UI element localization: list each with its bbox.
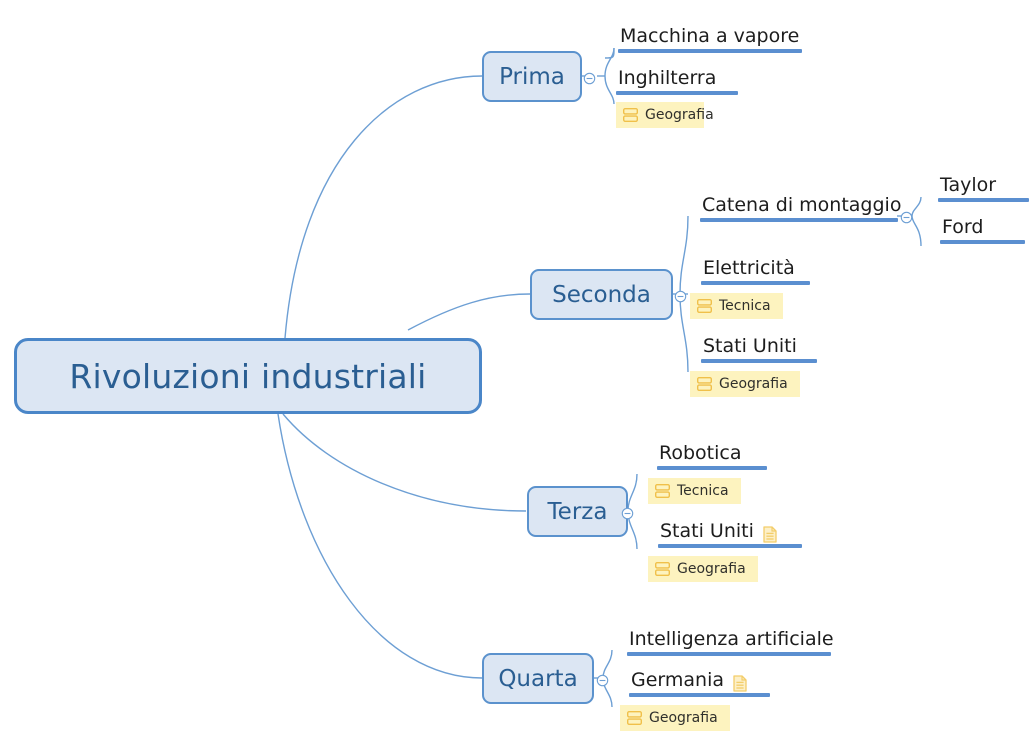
branch-node-seconda-label: Seconda xyxy=(552,281,651,308)
branch-node-terza-label: Terza xyxy=(547,498,608,525)
collapse-toggle-prima[interactable] xyxy=(583,70,596,85)
branch-node-prima-label: Prima xyxy=(499,63,565,90)
branch-node-quarta-label: Quarta xyxy=(498,665,578,692)
tag-geografia[interactable]: Geografia xyxy=(648,556,758,582)
leaf-taylor[interactable]: Taylor xyxy=(938,173,1029,202)
tag-stack-icon xyxy=(655,484,670,498)
leaf-underline xyxy=(701,359,817,363)
leaf-macchina-a-vapore[interactable]: Macchina a vapore xyxy=(618,24,802,53)
leaf-macchina-a-vapore-label: Macchina a vapore xyxy=(620,25,800,47)
collapse-toggle-catena-di-montaggio[interactable] xyxy=(900,209,913,224)
tag-label: Geografia xyxy=(649,710,718,726)
leaf-stati-uniti-terza-label: Stati Uniti xyxy=(660,520,754,542)
leaf-germania[interactable]: Germania xyxy=(629,668,770,697)
tag-geografia[interactable]: Geografia xyxy=(690,371,800,397)
leaf-underline xyxy=(657,466,767,470)
branch-node-prima[interactable]: Prima xyxy=(482,51,582,102)
tag-tecnica[interactable]: Tecnica xyxy=(648,478,741,504)
leaf-underline xyxy=(616,91,738,95)
collapse-minus-icon xyxy=(596,674,609,687)
leaf-robotica[interactable]: Robotica xyxy=(657,441,767,470)
leaf-underline xyxy=(938,198,1029,202)
tag-stack-icon xyxy=(697,299,712,313)
collapse-toggle-quarta[interactable] xyxy=(596,672,609,687)
leaf-underline xyxy=(627,652,831,656)
leaf-intelligenza-artificiale-label: Intelligenza artificiale xyxy=(629,628,834,650)
leaf-stati-uniti-terza[interactable]: Stati Uniti xyxy=(658,519,802,548)
leaf-catena-di-montaggio[interactable]: Catena di montaggio xyxy=(700,193,903,222)
leaf-inghilterra-label: Inghilterra xyxy=(618,67,717,89)
central-node-label: Rivoluzioni industriali xyxy=(69,356,427,396)
leaf-germania-label: Germania xyxy=(631,669,725,691)
tag-label: Geografia xyxy=(677,561,746,577)
branch-node-seconda[interactable]: Seconda xyxy=(530,269,673,320)
leaf-stati-uniti-seconda-label: Stati Uniti xyxy=(703,335,797,357)
leaf-underline xyxy=(700,218,898,222)
leaf-underline xyxy=(629,693,770,697)
tag-stack-icon xyxy=(627,711,642,725)
leaf-catena-di-montaggio-label: Catena di montaggio xyxy=(702,194,902,216)
tag-label: Tecnica xyxy=(677,483,729,499)
collapse-minus-icon xyxy=(900,211,913,224)
note-document-icon[interactable] xyxy=(763,526,777,543)
tag-label: Geografia xyxy=(645,107,714,123)
leaf-underline xyxy=(701,281,810,285)
leaf-intelligenza-artificiale[interactable]: Intelligenza artificiale xyxy=(627,627,836,656)
tag-geografia[interactable]: Geografia xyxy=(616,102,714,128)
collapse-minus-icon xyxy=(583,72,596,85)
leaf-stati-uniti-seconda[interactable]: Stati Uniti xyxy=(701,334,817,363)
branch-node-quarta[interactable]: Quarta xyxy=(482,653,594,704)
leaf-elettricita[interactable]: Elettricità xyxy=(701,256,810,285)
collapse-minus-icon xyxy=(674,290,687,303)
tag-stack-icon xyxy=(697,377,712,391)
central-node[interactable]: Rivoluzioni industriali xyxy=(14,338,482,414)
branch-node-terza[interactable]: Terza xyxy=(527,486,628,537)
leaf-inghilterra[interactable]: Inghilterra xyxy=(616,66,738,95)
tag-label: Tecnica xyxy=(719,298,771,314)
note-document-icon[interactable] xyxy=(733,675,747,692)
collapse-toggle-seconda[interactable] xyxy=(674,288,687,303)
tag-stack-icon xyxy=(655,562,670,576)
tag-geografia[interactable]: Geografia xyxy=(620,705,730,731)
leaf-ford[interactable]: Ford xyxy=(940,215,1025,244)
leaf-elettricita-label: Elettricità xyxy=(703,257,795,279)
tag-tecnica[interactable]: Tecnica xyxy=(690,293,783,319)
collapse-minus-icon xyxy=(621,507,634,520)
collapse-toggle-terza[interactable] xyxy=(621,505,634,520)
leaf-ford-label: Ford xyxy=(942,216,984,238)
leaf-taylor-label: Taylor xyxy=(940,174,997,196)
leaf-robotica-label: Robotica xyxy=(659,442,742,464)
tag-stack-icon xyxy=(623,108,638,122)
leaf-underline xyxy=(940,240,1025,244)
tag-label: Geografia xyxy=(719,376,788,392)
leaf-underline xyxy=(658,544,802,548)
leaf-underline xyxy=(618,49,802,53)
